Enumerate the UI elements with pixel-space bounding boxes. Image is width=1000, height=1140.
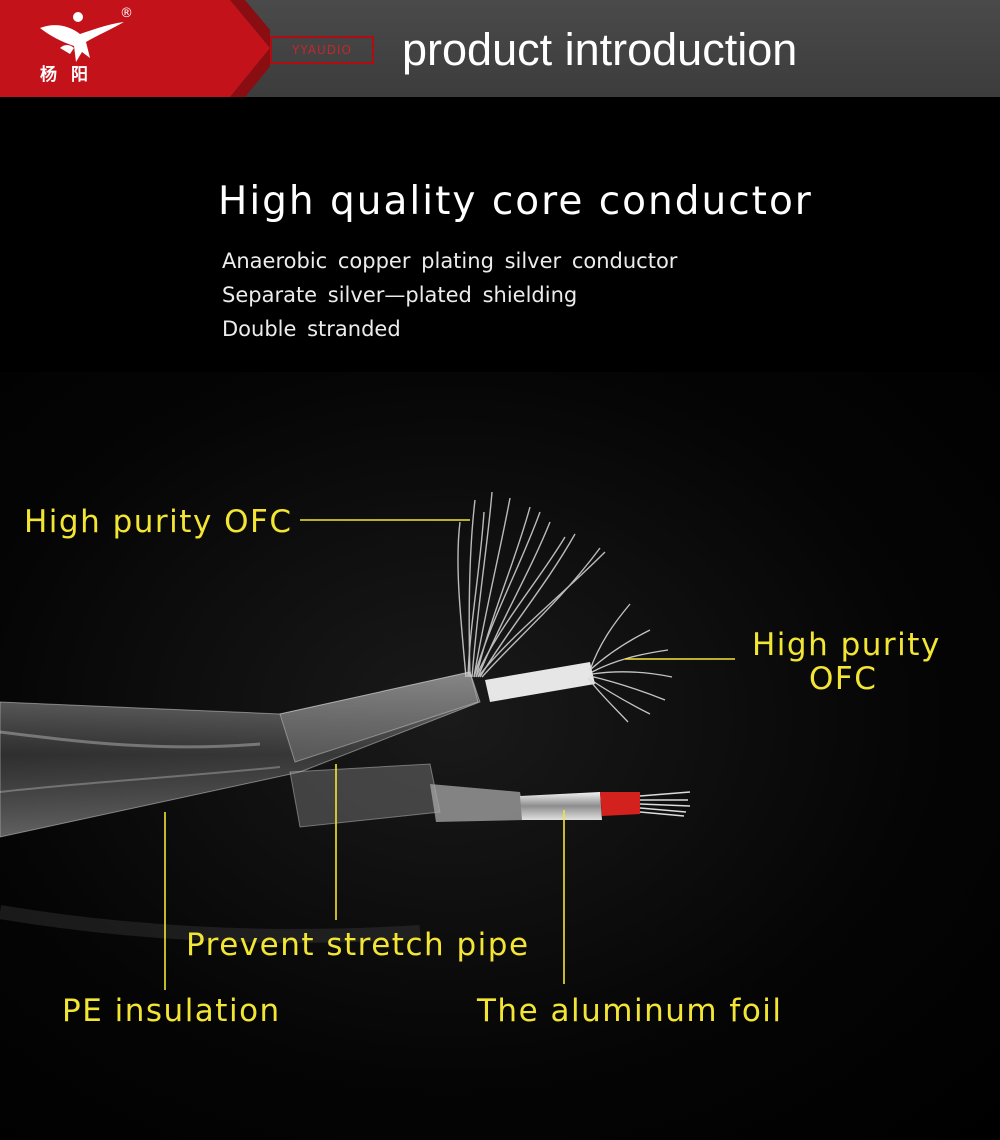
lower-jacket bbox=[289, 763, 441, 828]
lower-strands bbox=[639, 791, 691, 817]
upper-inner-jacket bbox=[279, 671, 479, 763]
callout-ofc-right-line1: High purity bbox=[752, 627, 941, 663]
registered-mark: ® bbox=[120, 6, 133, 21]
section-title: High quality core conductor bbox=[218, 179, 813, 224]
red-insulator bbox=[600, 792, 640, 816]
white-insulator bbox=[485, 662, 595, 702]
cable-illustration bbox=[0, 491, 735, 990]
page-title: product introduction bbox=[402, 24, 798, 75]
brand-tag: YYAUDIO bbox=[270, 36, 374, 64]
feature-list: Anaerobic copper plating silver conducto… bbox=[222, 244, 677, 346]
callout-aluminum-foil: The aluminum foil bbox=[477, 993, 783, 1029]
top-ofc-strands bbox=[457, 491, 606, 678]
feature-item: Anaerobic copper plating silver conducto… bbox=[222, 249, 678, 273]
feature-item: Double stranded bbox=[222, 317, 401, 341]
header-bar: ® 杨阳 YYAUDIO product introduction bbox=[0, 0, 1000, 97]
callout-lines bbox=[164, 519, 735, 990]
braid-shield bbox=[430, 784, 525, 822]
cable-photo: High purity OFC High purity OFC Prevent … bbox=[0, 372, 1000, 1140]
aluminum-foil-shape bbox=[520, 792, 602, 820]
callout-ofc-right-line2: OFC bbox=[809, 661, 878, 697]
right-ofc-strands bbox=[587, 603, 673, 723]
feature-item: Separate silver—plated shielding bbox=[222, 283, 578, 307]
callout-ofc-top: High purity OFC bbox=[24, 504, 293, 540]
callout-stretch-pipe: Prevent stretch pipe bbox=[186, 927, 530, 963]
callout-pe-insulation: PE insulation bbox=[62, 993, 281, 1029]
brand-chinese-name: 杨阳 bbox=[40, 65, 102, 85]
brand-banner-shape bbox=[0, 0, 270, 97]
brand-block: ® 杨阳 bbox=[0, 0, 270, 97]
dancer-logo-icon bbox=[40, 12, 124, 62]
